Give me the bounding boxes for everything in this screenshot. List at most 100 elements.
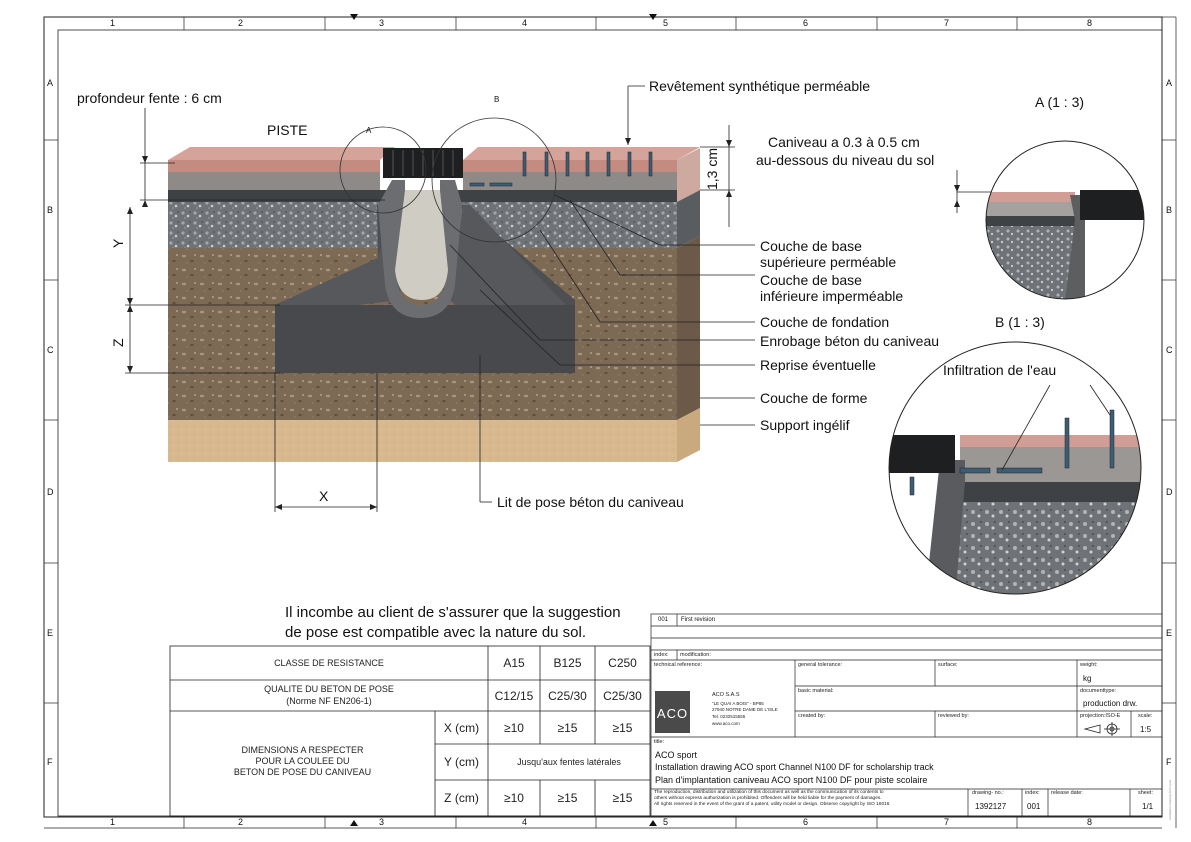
row-letter: C [47,345,54,355]
scale-value: 1:5 [1140,725,1152,734]
detail-b-title: B (1 : 3) [995,314,1045,330]
row-letter: F [1166,757,1172,767]
reviewed-by-label: reviewed by: [938,713,969,719]
col-number: 8 [1087,18,1093,28]
legal-line: others without express authorization is … [654,796,882,801]
label-layer: Couche de forme [760,390,868,406]
col-number: 2 [238,18,244,28]
index-value: 001 [1027,802,1041,811]
col-number: 7 [944,18,950,28]
label-layer: Enrobage béton du caniveau [760,333,940,349]
col-number: 3 [379,817,385,827]
aco-logo-box [655,691,690,733]
weight-label: weight: [1080,662,1098,668]
row-letter: F [47,757,53,767]
cell-y-val: Jusqu'aux fentes latérales [517,757,621,767]
label-lit-de-pose: Lit de pose béton du caniveau [497,494,684,510]
cell-x-val: ≥10 [504,720,524,735]
surface-label: surface: [938,662,958,668]
label-layer: Couche de base [760,272,862,288]
detail-a-drawing [985,140,1145,300]
cell-qualite-2: (Norme NF EN206-1) [286,696,372,706]
doc-type-label: documenttype: [1080,688,1117,694]
row-letter: D [1166,487,1173,497]
col-number: 5 [663,817,669,827]
company-line: 27940 NOTRE DAME DE L'ISLE [712,707,778,712]
row-letter: A [1166,78,1173,88]
legal-line: All rights reserved in the event of the … [654,802,890,807]
row-letter: C [1166,345,1173,355]
cell-z-val: ≥15 [612,791,633,805]
rev-index: 001 [658,617,669,623]
col-number: 6 [803,18,809,28]
row-letter: B [47,205,54,215]
label-caniveau-2: au-dessous du niveau du sol [756,152,935,168]
cell-x-label: X (cm) [443,720,480,735]
label-infiltration: Infiltration de l'eau [943,362,1057,378]
label-layer: supérieure perméable [760,254,897,270]
index-label: index: [654,652,669,658]
cell-dims-3: BETON DE POSE DU CANIVEAU [233,767,372,777]
legal-line: The reproduction, distribution and utili… [654,790,884,795]
rev-text: First revision [681,617,716,623]
notice-line-1: Il incombe au client de s'assurer que la… [285,604,621,621]
cell-z-val: ≥15 [557,791,578,805]
release-date-label: release date: [1051,790,1083,796]
detail-a-title: A (1 : 3) [1035,94,1085,110]
scale-label: scale: [1138,713,1153,719]
detail-b-drawing [888,341,1142,595]
sheet-value: 1/1 [1142,802,1154,811]
title-line-3: Plan d'implantation caniveau ACO sport N… [655,775,928,785]
index-label-2: index: [1025,790,1040,796]
label-piste: PISTE [267,122,308,138]
projection-label: projection:ISO-E [1080,713,1121,719]
company-line: Tel. 0232515555 [712,714,746,719]
basic-material-label: basic material: [798,688,834,694]
cell-classe: CLASSE DE RESISTANCE [274,658,384,668]
row-letter: D [47,487,54,497]
col-number: 4 [522,817,528,827]
dim-x: X [319,488,329,504]
col-number: 2 [238,817,244,827]
col-number: 8 [1087,817,1093,827]
doc-type-value: production drw. [1083,699,1138,708]
title-line-2: Installation drawing ACO sport Channel N… [655,762,934,772]
label-layer: Couche de fondation [760,314,890,330]
row-letter: E [1166,628,1173,638]
cell-x-val: ≥15 [557,720,578,735]
gen-tol-label: general tolerance: [798,662,843,668]
label-layer: Support ingélif [760,417,850,433]
drawing-no: 1392127 [975,802,1007,811]
row-letter: E [47,628,54,638]
tech-ref-label: technical reference: [654,662,702,668]
cell-class: B125 [553,656,582,670]
cell-class: C250 [608,656,637,670]
col-number: 3 [379,18,385,28]
company-line: "LE QUAI A BOIS" - BP85 [712,701,764,706]
cell-qualite: C25/30 [603,688,642,703]
created-by-label: created by: [798,713,826,719]
col-number: 7 [944,817,950,827]
marker-a: A [366,126,372,135]
title-line-1: ACO sport [655,750,698,760]
cell-qualite: C25/30 [548,688,587,703]
label-layer: inférieure imperméable [760,288,904,304]
cell-z-label: Z (cm) [444,791,479,805]
col-number: 1 [110,817,116,827]
label-layer: Couche de base [760,238,862,254]
col-number: 6 [803,817,809,827]
cell-z-val: ≥10 [504,791,524,805]
cell-qualite: C12/15 [494,688,534,703]
company-line: ACO S.A.S [712,692,740,698]
col-number: 1 [110,18,116,28]
notice-line-2: de pose est compatible avec la nature du… [285,624,587,641]
title-label: title: [654,739,665,745]
marker-b: B [494,95,500,104]
col-number: 4 [522,18,528,28]
company-line: www.aco.com [712,721,740,726]
sheet-label: sheet: [1138,790,1153,796]
aco-logo: ACO [656,706,689,721]
weight-value: kg [1083,674,1092,683]
